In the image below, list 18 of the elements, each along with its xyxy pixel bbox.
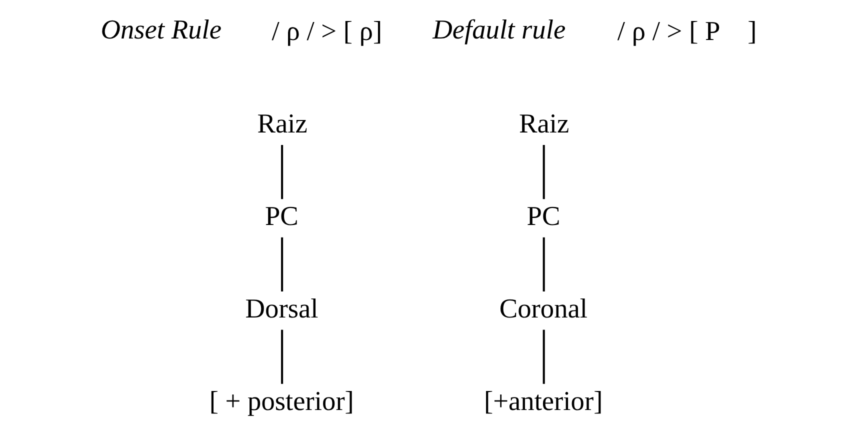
label: Default rule [432,14,566,44]
connector [542,330,544,384]
node-text: [+anterior] [483,386,602,416]
node-text: PC [264,201,298,231]
node-text: Raiz [256,108,307,139]
node-text: Dorsal [244,293,318,324]
label: / ρ / > [ ρ] [271,16,382,46]
connector [280,144,283,200]
label: / ρ / > [ P ] [616,16,756,46]
node-text: [ + posterior] [208,386,354,416]
connector [542,144,544,200]
node-text: PC [526,201,560,231]
node-text: Raiz [518,108,569,139]
label: Onset Rule [100,14,221,44]
connector [280,237,283,292]
node-text: Coronal [498,293,588,324]
connector [542,237,544,292]
connector [280,330,283,384]
